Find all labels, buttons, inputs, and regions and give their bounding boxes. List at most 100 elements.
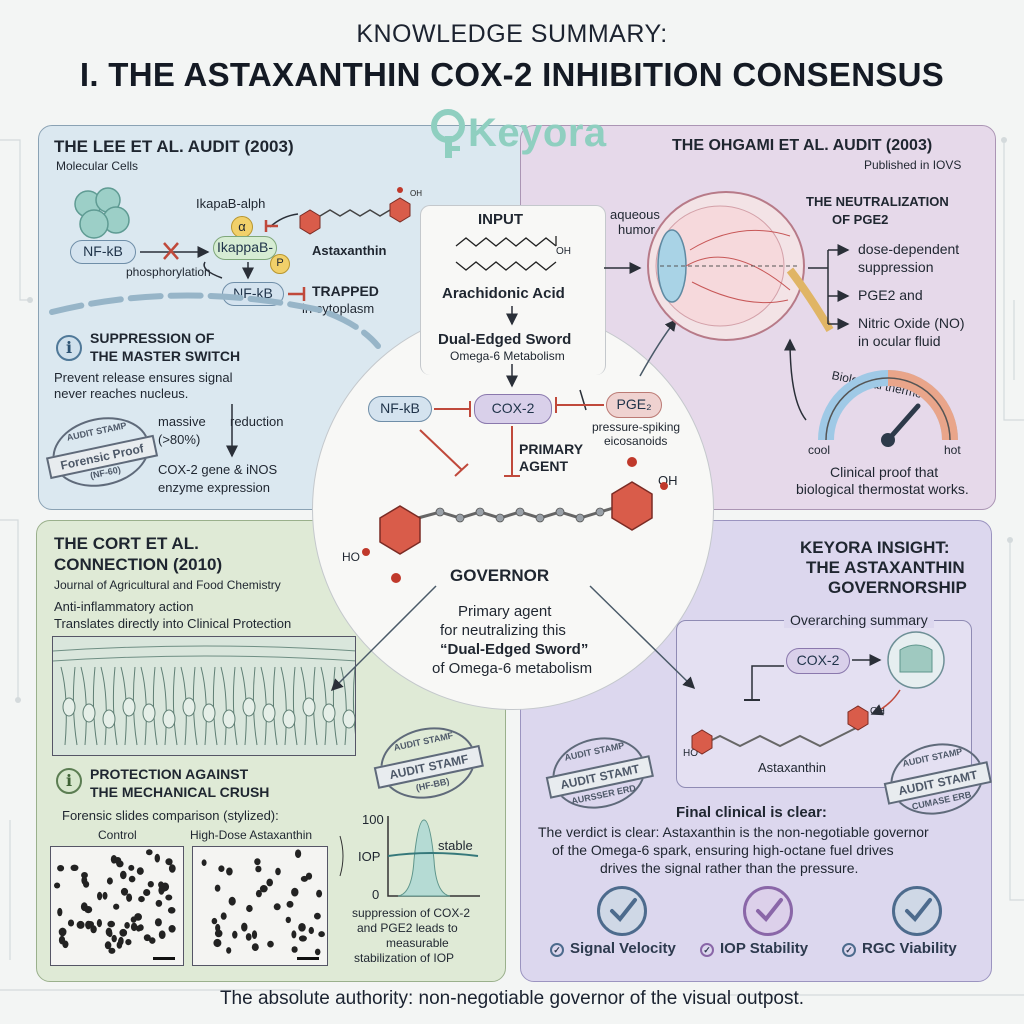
slide-nucleus — [154, 918, 162, 927]
slide-nucleus — [214, 884, 221, 892]
pct-label: (>80%) — [158, 432, 201, 447]
protection-title-1: PROTECTION AGAINST — [90, 766, 249, 782]
slide-nucleus — [120, 887, 129, 896]
keyora-title-2: THE ASTAXANTHIN — [806, 558, 965, 577]
slide-nucleus — [76, 920, 85, 929]
slide-nucleus — [168, 925, 176, 933]
neutralization-title-1: THE NEUTRALIZATION — [806, 194, 949, 209]
slide-nucleus — [58, 927, 67, 937]
molecule-oh-label: OH — [658, 473, 678, 488]
page-title: I. THE ASTAXANTHIN COX-2 INHIBITION CONS… — [79, 56, 945, 93]
slide-nucleus — [226, 867, 233, 876]
verdict-line-3: drives the signal rather than the pressu… — [600, 860, 859, 876]
primary-agent-label-1: PRIMARY — [519, 441, 584, 457]
clinical-proof-1: Clinical proof that — [830, 464, 939, 480]
hot-label: hot — [944, 443, 961, 457]
footer-text: The absolute authority: non-negotiable g… — [219, 988, 805, 1009]
slide-nucleus — [308, 926, 314, 935]
cool-label: cool — [808, 443, 831, 457]
slide-nucleus — [155, 899, 163, 907]
aqueous-label-2: humor — [618, 222, 655, 237]
slide-nucleus — [305, 872, 313, 880]
slide-nucleus — [251, 943, 259, 951]
slide-nucleus — [298, 935, 307, 942]
neutralization-title-2: OF PGE2 — [832, 212, 889, 227]
slide-nucleus — [158, 930, 166, 939]
slide-nucleus — [57, 907, 63, 917]
protection-title-2: THE MECHANICAL CRUSH — [90, 784, 270, 800]
slide-nucleus — [96, 919, 102, 928]
phospho-badge: P — [270, 254, 290, 274]
retina-cell — [280, 666, 298, 746]
slide-nucleus — [232, 930, 238, 939]
checklist-label-rgc: RGC Viability — [862, 940, 957, 957]
primary-agent-text-1: Primary agent — [458, 603, 552, 620]
retina-cell-nucleus — [282, 709, 296, 729]
slide-nucleus — [143, 889, 151, 896]
cooh-label: OH — [556, 246, 571, 257]
lee-title: THE LEE ET AL. AUDIT (2003) — [54, 137, 294, 156]
bullet-no-1: Nitric Oxide (NO) — [858, 315, 965, 331]
retina-cell — [160, 666, 178, 746]
nfkb-trapped-pill: NF-kB — [222, 282, 284, 306]
retina-cell-nucleus — [242, 697, 256, 717]
ohgami-journal: Published in IOVS — [864, 158, 962, 172]
pressure-label-2: eicosanoids — [604, 434, 668, 448]
center-nfkb-pill: NF-kB — [368, 396, 432, 422]
slide-nucleus — [266, 878, 273, 887]
slide-nucleus — [201, 859, 207, 866]
slide-nucleus — [291, 946, 298, 953]
ikappab-alph-label: IkapaB-alph — [196, 196, 266, 211]
suppression-note-2: and PGE2 leads to — [357, 921, 458, 935]
slide-nucleus — [67, 919, 75, 927]
verdict-line-1: The verdict is clear: Astaxanthin is the… — [538, 824, 929, 840]
slide-nucleus — [136, 867, 144, 875]
primary-agent-label-2: AGENT — [519, 458, 568, 474]
slide-nucleus — [58, 935, 66, 945]
retina-cell-nucleus — [162, 709, 176, 729]
input-box — [420, 205, 606, 375]
slide-nucleus — [245, 933, 252, 941]
checklist-label-iop: IOP Stability — [720, 940, 809, 957]
anti-inflammatory-1: Anti-inflammatory action — [54, 599, 194, 614]
slide-nucleus — [218, 865, 225, 872]
slide-nucleus — [138, 896, 145, 903]
bullet-dose-1: dose-dependent — [858, 241, 960, 257]
protein-cluster-icon — [74, 187, 130, 239]
slide-nucleus — [251, 930, 258, 939]
slide-nucleus — [107, 930, 113, 938]
slide-nucleus — [137, 924, 144, 931]
small-check-icon: ✓ — [700, 943, 714, 957]
slide-nucleus — [149, 937, 156, 944]
slide-nucleus — [130, 922, 138, 932]
checklist-item-rgc: ✓RGC Viability — [842, 940, 957, 957]
retina-cell-nucleus — [142, 703, 156, 723]
retina-cell-nucleus — [322, 703, 336, 723]
slide-nucleus — [246, 904, 253, 913]
retina-cell — [340, 666, 355, 746]
slide-nucleus — [254, 858, 261, 866]
slide-nucleus — [295, 849, 302, 858]
retina-cell-nucleus — [122, 697, 136, 717]
nfkb-pill: NF-kB — [70, 240, 136, 264]
retina-cell-nucleus — [62, 697, 76, 717]
check-circle-icon — [892, 886, 942, 936]
slide-nucleus — [255, 889, 262, 898]
slide-nucleus — [125, 939, 132, 946]
checklist-label-signal: Signal Velocity — [570, 940, 676, 957]
slide-nucleus — [97, 891, 103, 901]
slide-nucleus — [154, 853, 160, 863]
slide-nucleus — [118, 936, 124, 946]
governor-label: GOVERNOR — [450, 566, 550, 585]
retina-cell-nucleus — [302, 697, 316, 717]
info-icon-2: i — [56, 768, 82, 794]
suppression-title-1: SUPPRESSION OF — [90, 330, 215, 346]
keyora-title-1: KEYORA INSIGHT: — [800, 538, 950, 557]
slide-nucleus — [57, 865, 65, 872]
slide-nucleus — [147, 881, 154, 888]
iop-y100: 100 — [362, 812, 384, 827]
slide-nucleus — [146, 849, 153, 856]
alpha-badge: α — [231, 216, 253, 238]
trapped-label: TRAPPED — [312, 283, 379, 299]
slide-nucleus — [314, 948, 321, 956]
